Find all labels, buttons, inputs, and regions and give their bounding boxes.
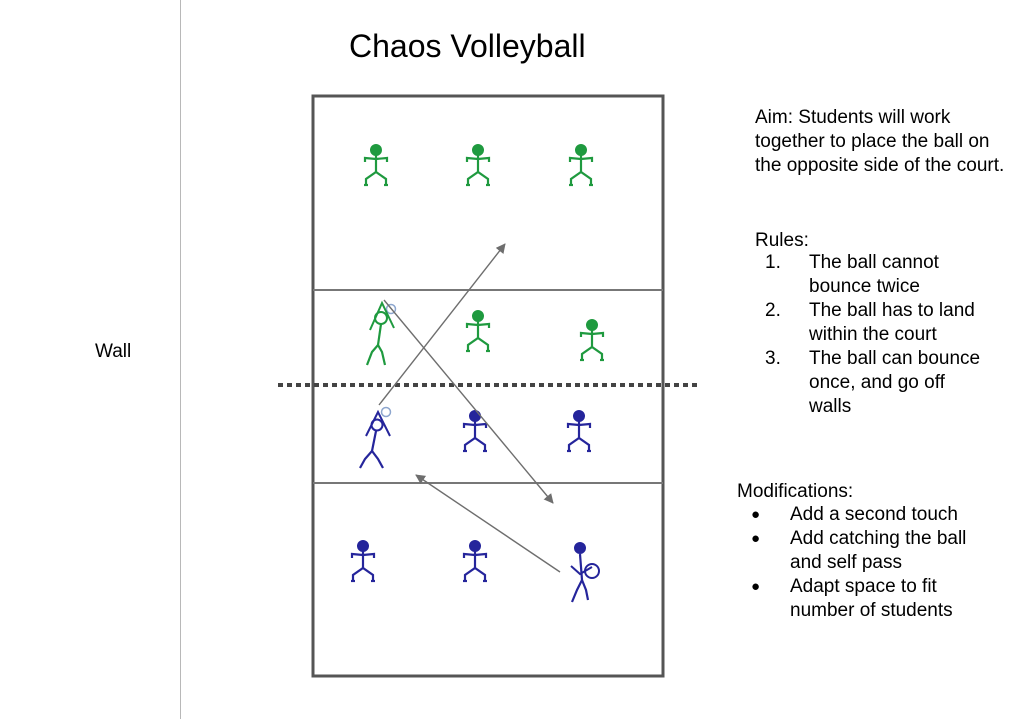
modification-item: ● Add catching the ball and self pass [737,527,1022,575]
player-blue [461,539,489,583]
modification-text: Add catching the ball and self pass [790,528,967,573]
rule-item: 1. The ball cannot bounce twice [755,251,1015,299]
ball-paths [378,243,561,573]
rules-list: 1. The ball cannot bounce twice 2. The bal… [755,251,1015,419]
player-blue-catching [570,542,600,603]
team-green [362,143,606,366]
player-blue [461,409,489,453]
diagram-title: Chaos Volleyball [349,28,586,64]
rule-item: 3. The ball can bounce once, and go off w… [755,347,1015,419]
team-blue [349,406,600,603]
rules-heading: Rules: [755,230,809,251]
court-boundary [311,94,665,678]
pass-arrow [378,243,506,406]
rule-text: The ball cannot bounce twice [809,252,939,297]
rule-number: 3. [765,348,781,369]
wall-line [180,0,181,719]
rule-number: 1. [765,252,781,273]
modifications-list: ● Add a second touch ● Add catching the ba… [737,503,1022,623]
rule-number: 2. [765,300,781,321]
player-green-hitting [365,300,397,366]
player-blue-hitting [359,406,392,469]
player-green [464,143,492,187]
modification-text: Add a second touch [790,504,958,525]
modifications-heading: Modifications: [737,481,854,502]
aim-text: Aim: Students will work together to plac… [755,107,1005,176]
player-green [578,318,606,362]
player-green [464,309,492,353]
rule-item: 2. The ball has to land within the court [755,299,1015,347]
pass-arrow [383,299,554,504]
player-green [567,143,595,187]
modification-item: ● Add a second touch [737,503,1022,527]
player-blue [349,539,377,583]
rule-text: The ball can bounce once, and go off wal… [809,348,981,417]
bullet-icon: ● [751,530,761,547]
pass-arrow [415,474,561,573]
rule-text: The ball has to land within the court [809,300,975,345]
player-blue [565,409,593,453]
player-green [362,143,390,187]
bullet-icon: ● [751,578,761,595]
modification-text: Adapt space to fit number of students [790,576,953,621]
wall-label: Wall [95,341,132,362]
modification-item: ● Adapt space to fit number of students [737,575,1022,623]
bullet-icon: ● [751,506,761,523]
